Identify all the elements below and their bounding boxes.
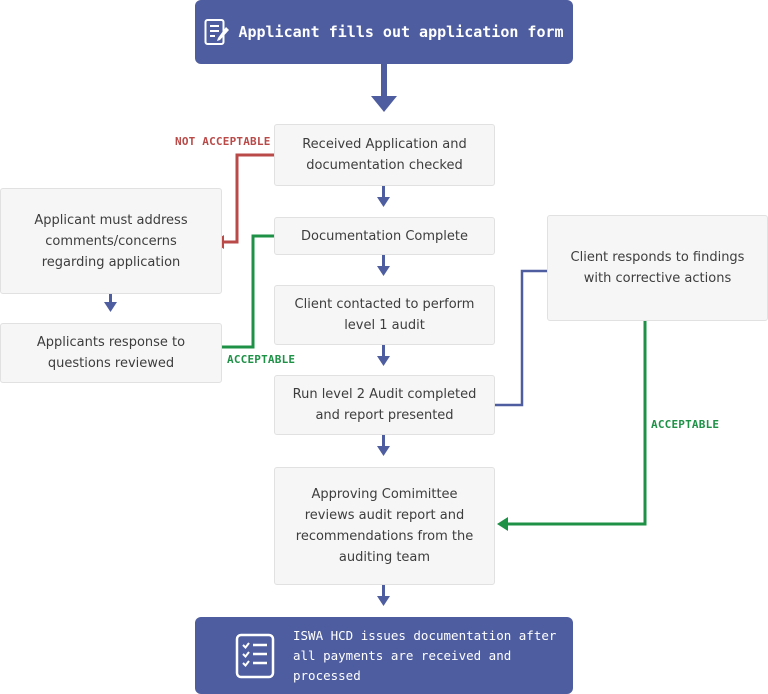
step-received-label: Received Application and documentation c… (302, 137, 467, 173)
arrow-4 (377, 446, 390, 456)
step-documentation-complete: Documentation Complete (274, 217, 495, 255)
arrow-2 (377, 266, 390, 276)
acceptable-right-line (506, 320, 647, 526)
step-client-contacted: Client contacted to perform level 1 audi… (274, 285, 495, 345)
not-acceptable-line (222, 153, 275, 244)
footer-banner: ISWA HCD issues documentation after all … (195, 617, 573, 694)
arrow-1 (377, 197, 390, 207)
footer-text: ISWA HCD issues documentation after all … (293, 627, 557, 683)
acceptable-left-line (222, 234, 274, 349)
main-arrow-shaft (381, 64, 387, 96)
arrow-5 (377, 596, 390, 606)
header-banner: Applicant fills out application form (195, 0, 573, 64)
right-corrective-label: Client responds to findings with correct… (570, 250, 745, 286)
step-received-application: Received Application and documentation c… (274, 124, 495, 186)
left-address-comments: Applicant must address comments/concerns… (0, 188, 222, 294)
form-document-icon (204, 17, 230, 47)
step-run-audit: Run level 2 Audit completed and report p… (274, 375, 495, 435)
not-acceptable-label: NOT ACCEPTABLE (175, 135, 271, 148)
left-address-label: Applicant must address comments/concerns… (34, 212, 188, 270)
left-response-reviewed: Applicants response to questions reviewe… (0, 323, 222, 383)
step-committee-review: Approving Comimittee reviews audit repor… (274, 467, 495, 585)
main-arrowhead (371, 96, 397, 112)
acceptable-right-label: ACCEPTABLE (651, 418, 720, 431)
acceptable-left-label: ACCEPTABLE (227, 353, 296, 366)
checklist-icon (235, 633, 275, 679)
right-corrective-actions: Client responds to findings with correct… (547, 215, 768, 321)
step-committee-label: Approving Comimittee reviews audit repor… (295, 487, 474, 565)
step-run-audit-label: Run level 2 Audit completed and report p… (292, 387, 477, 423)
step-documentation-label: Documentation Complete (300, 228, 468, 244)
step-client-contacted-label: Client contacted to perform level 1 audi… (294, 297, 475, 333)
arrow-left-down (104, 302, 117, 312)
arrow-3 (377, 356, 390, 366)
left-response-label: Applicants response to questions reviewe… (36, 335, 186, 371)
audit-to-corrective-line (495, 269, 547, 407)
flow-arrows (104, 64, 397, 606)
header-title: Applicant fills out application form (238, 23, 564, 41)
